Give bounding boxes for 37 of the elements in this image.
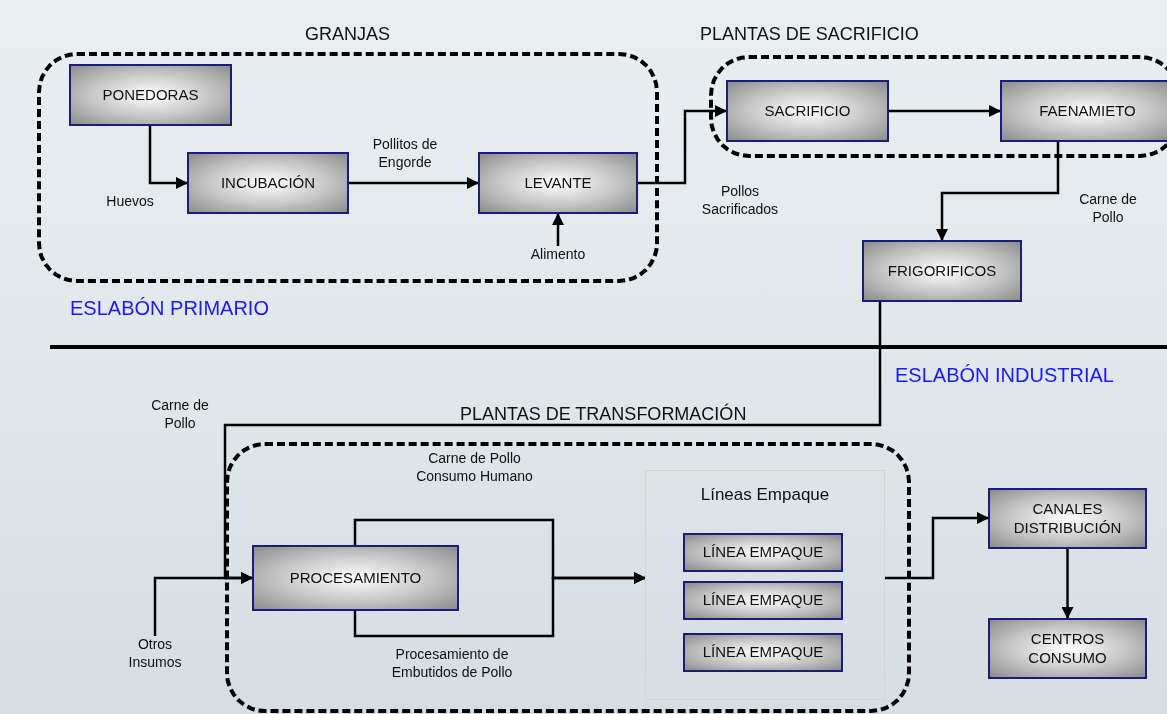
arrow xyxy=(148,126,188,189)
process-box: FRIGORIFICOS xyxy=(862,240,1022,302)
group-title: PLANTAS DE TRANSFORMACIÓN xyxy=(460,402,747,426)
process-box: FAENAMIETO xyxy=(1000,80,1167,142)
group-title: GRANJAS xyxy=(305,23,391,46)
panel-title: Líneas Empaque xyxy=(699,484,831,506)
process-box: LÍNEA EMPAQUE xyxy=(683,533,843,572)
arrow xyxy=(638,105,727,185)
arrow xyxy=(1061,549,1074,619)
process-box: LÍNEA EMPAQUE xyxy=(683,581,843,620)
process-box: PROCESAMIENTO xyxy=(252,545,459,611)
arrow xyxy=(552,213,564,246)
edge-label: Huevos xyxy=(105,193,155,211)
arrow xyxy=(889,105,1001,117)
arrow xyxy=(153,572,253,636)
section-label: ESLABÓN INDUSTRIAL xyxy=(895,363,1114,388)
arrow xyxy=(349,177,479,189)
flow-label: Alimento xyxy=(515,246,601,268)
edge-label: Procesamiento de Embutidos de Pollo xyxy=(390,646,514,681)
process-box: LÍNEA EMPAQUE xyxy=(683,633,843,672)
group-title: PLANTAS DE SACRIFICIO xyxy=(700,23,919,46)
section-label: ESLABÓN PRIMARIO xyxy=(70,296,269,321)
process-box: LEVANTE xyxy=(478,152,638,214)
process-box: INCUBACIÓN xyxy=(187,152,349,214)
arrow xyxy=(353,572,646,638)
edge-label: Carne de Pollo xyxy=(150,397,210,432)
arrow xyxy=(936,142,1060,241)
flow-label: Otros Insumos xyxy=(112,636,198,682)
process-box: SACRIFICIO xyxy=(726,80,889,142)
arrow xyxy=(885,512,989,580)
process-box: PONEDORAS xyxy=(69,64,232,126)
edge-label: Carne de Pollo Consumo Humano xyxy=(415,450,534,485)
edge-label: Pollitos de Engorde xyxy=(371,136,439,171)
edge-label: Carne de Pollo xyxy=(1078,191,1138,226)
edge-label: Pollos Sacrificados xyxy=(700,183,780,218)
process-box: CENTROS CONSUMO xyxy=(988,618,1147,679)
process-box: CANALES DISTRIBUCIÓN xyxy=(988,488,1147,549)
